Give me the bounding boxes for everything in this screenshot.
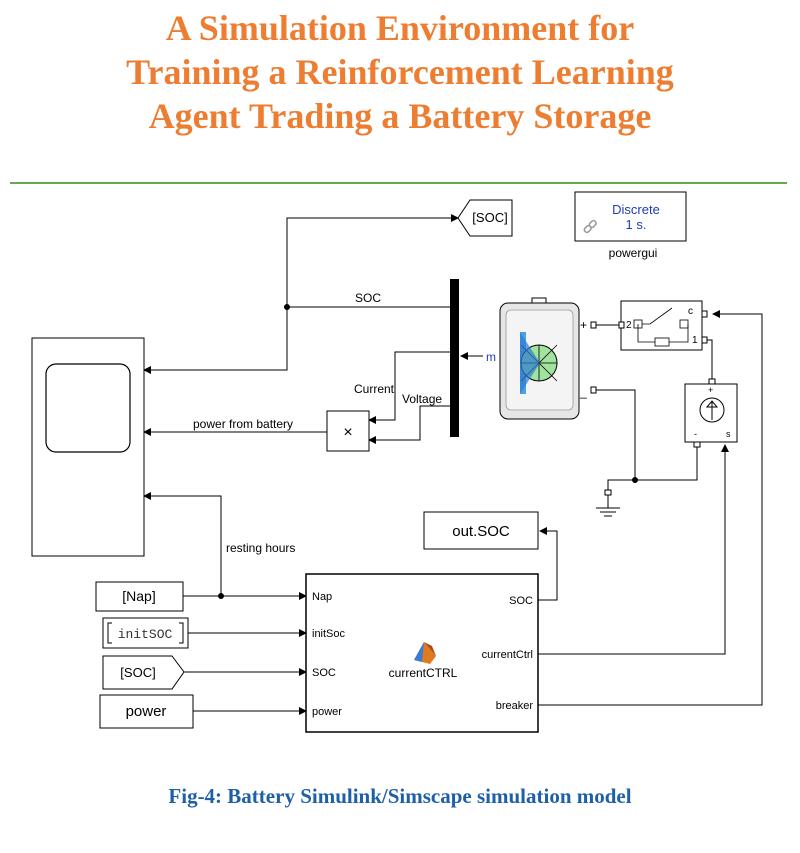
- source-plus: +: [708, 385, 713, 395]
- ctrl-name: currentCTRL: [389, 666, 458, 680]
- ground-icon: [596, 489, 620, 517]
- battery-icon: [520, 332, 558, 394]
- scope-screen: [45, 363, 131, 453]
- constant-initsoc-label: initSOC: [118, 627, 173, 642]
- switch-port-2: 2: [626, 320, 632, 331]
- powergui-label: powergui: [609, 246, 658, 260]
- source-s: s: [726, 429, 731, 439]
- battery-minus: _: [579, 385, 587, 399]
- switch-block[interactable]: 2 c 1: [618, 300, 708, 351]
- page-title: A Simulation Environment for Training a …: [0, 6, 800, 138]
- switch-port-1: 1: [692, 335, 698, 346]
- from-soc-label: [SOC]: [120, 665, 155, 680]
- wire-battery-minus: [596, 389, 636, 495]
- matlab-logo-icon: [414, 642, 436, 664]
- ctrl-out-soc: SOC: [509, 595, 533, 607]
- out-soc-block[interactable]: out.SOC: [423, 511, 539, 550]
- powergui-mode: Discrete: [612, 202, 660, 217]
- wire-soc-to-scope: [143, 307, 288, 374]
- ctrl-in-nap: Nap: [312, 591, 332, 603]
- current-source-block[interactable]: + - s: [684, 378, 738, 448]
- wire-current-ctrl: [538, 444, 729, 655]
- label-m: m: [486, 350, 496, 364]
- link-icon: [583, 219, 597, 234]
- scope-block[interactable]: [31, 337, 145, 557]
- switch-port-c: c: [688, 306, 693, 317]
- source-minus: -: [694, 429, 697, 439]
- battery-plus: +: [580, 318, 587, 332]
- ctrl-out-current-ctrl: currentCtrl: [482, 649, 533, 661]
- multiply-symbol: ×: [343, 424, 352, 441]
- mux-bar[interactable]: [450, 279, 459, 437]
- multiply-block[interactable]: ×: [326, 410, 370, 452]
- label-resting-hours: resting hours: [226, 541, 295, 555]
- wire-voltage: [368, 405, 450, 444]
- wire-switch-to-source: [707, 339, 713, 382]
- power-input-block[interactable]: power: [99, 694, 194, 729]
- junction-ground: [632, 477, 638, 483]
- wire-resting-hours: [143, 492, 222, 596]
- title-line-2: Training a Reinforcement Learning: [126, 52, 674, 92]
- goto-soc-block[interactable]: [SOC]: [457, 199, 513, 237]
- wire-soc-out: [538, 527, 558, 601]
- wires: [143, 214, 763, 715]
- wire-current: [368, 351, 450, 424]
- wire-breaker: [538, 310, 763, 706]
- title-line-1: A Simulation Environment for: [165, 8, 635, 48]
- battery-block[interactable]: + _: [499, 297, 597, 420]
- current-ctrl-block[interactable]: Nap initSoc SOC power SOC currentCtrl br…: [305, 573, 539, 733]
- label-power-from-battery: power from battery: [193, 417, 293, 431]
- ctrl-in-initsoc: initSoc: [312, 628, 346, 640]
- out-soc-label: out.SOC: [452, 523, 510, 540]
- title-divider: [10, 182, 787, 184]
- goto-soc-label: [SOC]: [472, 210, 507, 225]
- label-soc: SOC: [355, 291, 381, 305]
- junction-nap: [218, 593, 224, 599]
- wire-source-to-ground: [635, 443, 698, 481]
- powergui-block[interactable]: Discrete 1 s.: [574, 191, 687, 242]
- ctrl-out-breaker: breaker: [496, 700, 534, 712]
- label-voltage: Voltage: [402, 392, 442, 406]
- power-input-label: power: [126, 703, 167, 720]
- ctrl-in-power: power: [312, 706, 342, 718]
- wire-soc-to-goto: [286, 214, 459, 308]
- figure-caption: Fig-4: Battery Simulink/Simscape simulat…: [168, 784, 632, 808]
- title-line-3: Agent Trading a Battery Storage: [148, 96, 652, 136]
- label-current: Current: [354, 382, 395, 396]
- from-soc-block[interactable]: [SOC]: [102, 655, 185, 690]
- ctrl-in-soc: SOC: [312, 667, 336, 679]
- powergui-step: 1 s.: [626, 217, 647, 232]
- from-nap-block[interactable]: [Nap]: [95, 581, 184, 612]
- junction-soc: [284, 304, 290, 310]
- constant-initsoc-block[interactable]: initSOC: [102, 617, 189, 649]
- from-nap-label: [Nap]: [122, 588, 155, 604]
